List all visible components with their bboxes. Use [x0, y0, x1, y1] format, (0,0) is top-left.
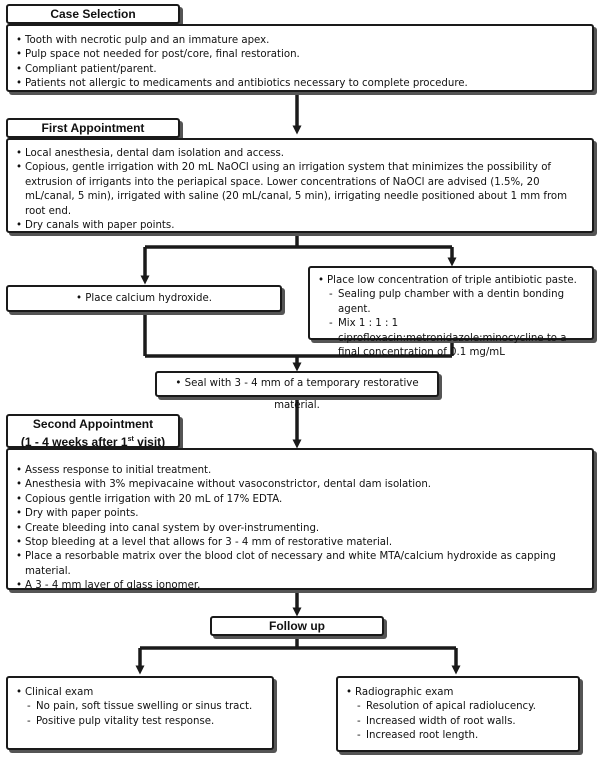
- sub-list-item: No pain, soft tissue swelling or sinus t…: [27, 700, 264, 715]
- calcium-hydroxide-box: • Place calcium hydroxide.: [6, 285, 282, 312]
- case-selection-panel: Tooth with necrotic pulp and an immature…: [6, 24, 594, 92]
- radiographic-exam-title: Radiographic exam: [355, 687, 454, 698]
- list-item: Pulp space not needed for post/core, fin…: [16, 48, 584, 63]
- sub-list-item: Increased root length.: [357, 729, 570, 744]
- subtitle-prefix: (1 - 4 weeks after 1: [20, 435, 128, 449]
- follow-up-box: Follow up: [210, 616, 384, 636]
- list-item: Clinical exam No pain, soft tissue swell…: [16, 686, 264, 730]
- follow-up-title: Follow up: [269, 619, 325, 633]
- list-item: Copious gentle irrigation with 20 mL of …: [16, 493, 584, 508]
- sub-list-item: Sealing pulp chamber with a dentin bondi…: [329, 288, 586, 317]
- list-item: Copious, gentle irrigation with 20 mL Na…: [16, 161, 584, 219]
- list-item: Place a resorbable matrix over the blood…: [16, 550, 584, 579]
- clinical-exam-title: Clinical exam: [25, 687, 94, 698]
- triple-antibiotic-main: Place low concentration of triple antibi…: [327, 275, 577, 286]
- triple-antibiotic-panel: Place low concentration of triple antibi…: [308, 266, 594, 358]
- second-appointment-subtitle: (1 - 4 weeks after 1st visit): [8, 432, 178, 450]
- bullet-dot: •: [175, 378, 185, 389]
- list-item: Anesthesia with 3% mepivacaine without v…: [16, 478, 584, 493]
- bullet-dot: •: [76, 293, 86, 304]
- second-appointment-header: Second Appointment (1 - 4 weeks after 1s…: [6, 414, 180, 450]
- list-item: Create bleeding into canal system by ove…: [16, 522, 584, 537]
- subtitle-sup: st: [127, 436, 134, 443]
- seal-text: Seal with 3 - 4 mm of a temporary restor…: [184, 378, 419, 411]
- list-item: A 3 - 4 mm layer of glass ionomer.: [16, 579, 584, 594]
- list-item: Dry canals with paper points.: [16, 219, 584, 234]
- first-appointment-panel: Local anesthesia, dental dam isolation a…: [6, 138, 594, 234]
- first-appointment-title: First Appointment: [41, 121, 145, 135]
- seal-box: • Seal with 3 - 4 mm of a temporary rest…: [155, 371, 439, 411]
- radiographic-exam-panel: Radiographic exam Resolution of apical r…: [336, 676, 580, 752]
- list-item: Compliant patient/parent.: [16, 63, 584, 78]
- second-appointment-panel: Assess response to initial treatment. An…: [6, 448, 594, 594]
- sub-list-item: Mix 1 : 1 : 1 ciprofloxacin:metronidazol…: [329, 317, 586, 360]
- case-selection-title: Case Selection: [50, 7, 136, 21]
- second-appointment-title: Second Appointment: [32, 417, 154, 431]
- calcium-hydroxide-text: Place calcium hydroxide.: [85, 293, 212, 304]
- sub-list-item: Positive pulp vitality test response.: [27, 715, 264, 730]
- list-item: Radiographic exam Resolution of apical r…: [346, 686, 570, 744]
- first-appointment-header: First Appointment: [6, 118, 180, 138]
- sub-list-item: Increased width of root walls.: [357, 715, 570, 730]
- list-item: Stop bleeding at a level that allows for…: [16, 536, 584, 551]
- list-item: Place low concentration of triple antibi…: [318, 274, 586, 360]
- list-item: Tooth with necrotic pulp and an immature…: [16, 34, 584, 49]
- list-item: Patients not allergic to medicaments and…: [16, 77, 584, 92]
- list-item: Dry with paper points.: [16, 507, 584, 522]
- list-item: Local anesthesia, dental dam isolation a…: [16, 147, 584, 162]
- list-item: Assess response to initial treatment.: [16, 464, 584, 479]
- clinical-exam-panel: Clinical exam No pain, soft tissue swell…: [6, 676, 274, 750]
- subtitle-suffix: visit): [133, 435, 166, 449]
- sub-list-item: Resolution of apical radiolucency.: [357, 700, 570, 715]
- case-selection-header: Case Selection: [6, 4, 180, 24]
